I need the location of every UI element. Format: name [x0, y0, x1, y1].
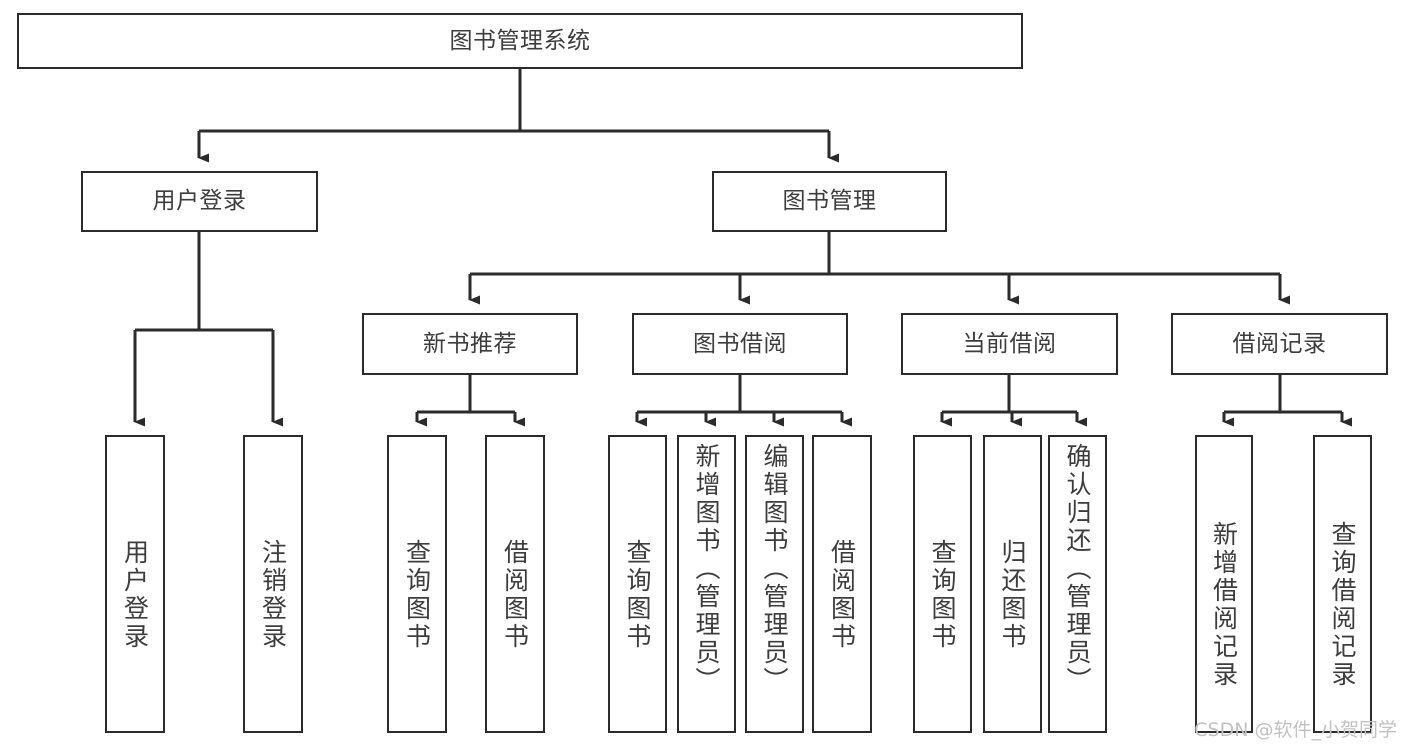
leaf-label: 用户登录 [120, 539, 150, 651]
leaf-node[interactable]: 归还图书 [983, 435, 1042, 733]
node-book-management-system[interactable]: 图书管理系统 [17, 13, 1023, 69]
watermark-text: CSDN @软件_小贺同学 [1194, 719, 1397, 741]
node-book-management[interactable]: 图书管理 [712, 171, 947, 232]
node-new-book-recommend-label: 新书推荐 [423, 330, 517, 357]
node-book-management-label: 图书管理 [782, 188, 877, 215]
node-user-login[interactable]: 用户登录 [81, 171, 318, 232]
leaf-node[interactable]: 确认归还（管理员） [1048, 435, 1107, 733]
node-new-book-recommend[interactable]: 新书推荐 [362, 313, 578, 375]
node-current-borrow[interactable]: 当前借阅 [901, 313, 1118, 375]
leaf-node[interactable]: 注销登录 [243, 435, 303, 733]
leaf-label: 新增借阅记录 [1209, 521, 1239, 689]
leaf-label: 归还图书 [998, 539, 1027, 651]
leaf-node[interactable]: 新增图书（管理员） [677, 435, 736, 733]
leaf-node[interactable]: 查询借阅记录 [1313, 435, 1372, 733]
book-mgmt-connectors [468, 232, 1290, 305]
new-book-rec-connectors [415, 375, 525, 427]
user-login-connectors [133, 232, 283, 427]
leaf-label: 查询图书 [623, 539, 652, 651]
leaf-node[interactable]: 查询图书 [387, 435, 447, 733]
leaf-label: 查询图书 [402, 539, 432, 651]
leaf-label: 借阅图书 [500, 539, 530, 651]
node-borrow-record[interactable]: 借阅记录 [1171, 313, 1388, 375]
borrow-record-connectors [1222, 375, 1352, 427]
leaf-node[interactable]: 查询图书 [913, 435, 972, 733]
leaf-label: 借阅图书 [827, 539, 857, 651]
node-root-label: 图书管理系统 [449, 27, 591, 54]
leaf-label: 注销登录 [258, 539, 288, 651]
book-borrow-connectors [635, 375, 852, 427]
leaf-label: 查询图书 [928, 539, 957, 651]
current-borrow-connectors [940, 375, 1087, 427]
leaf-node[interactable]: 新增借阅记录 [1195, 435, 1253, 733]
node-current-borrow-label: 当前借阅 [962, 330, 1057, 357]
leaf-label: 新增图书（管理员） [692, 443, 721, 695]
leaf-label: 确认归还（管理员） [1063, 443, 1092, 695]
leaf-node[interactable]: 编辑图书（管理员） [745, 435, 804, 733]
node-borrow-record-label: 借阅记录 [1232, 330, 1327, 357]
leaf-node[interactable]: 用户登录 [105, 435, 165, 733]
leaf-label: 编辑图书（管理员） [760, 443, 789, 695]
leaf-node[interactable]: 查询图书 [608, 435, 667, 733]
node-book-borrow-label: 图书借阅 [693, 330, 787, 357]
root-connectors [197, 69, 839, 163]
node-user-login-label: 用户登录 [152, 188, 247, 215]
leaf-node[interactable]: 借阅图书 [812, 435, 872, 733]
leaf-node[interactable]: 借阅图书 [485, 435, 545, 733]
leaf-label: 查询借阅记录 [1328, 521, 1357, 689]
node-book-borrow[interactable]: 图书借阅 [632, 313, 848, 375]
